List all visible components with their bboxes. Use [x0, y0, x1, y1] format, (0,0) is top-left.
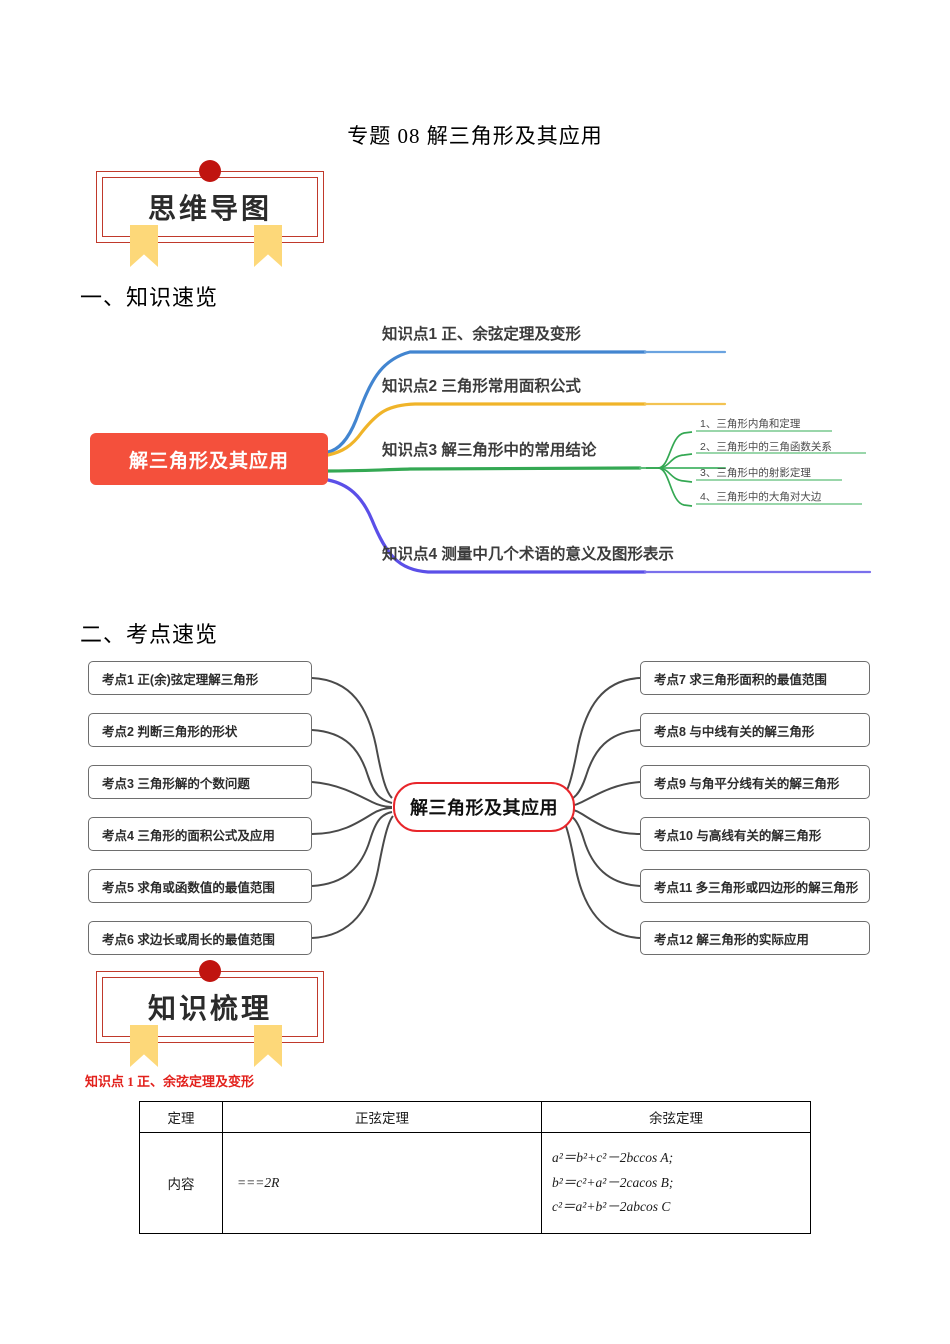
sine-rule-cell: ===2R	[222, 1132, 542, 1234]
mindmap1-sub-4: 4、三角形中的大角对大边	[700, 491, 822, 503]
exam-point-box-12: 考点12 解三角形的实际应用	[640, 921, 870, 955]
cosine-rule-cell: a²＝b²+c²－2bccos A; b²＝c²+a²－2cacos B; c²…	[541, 1132, 811, 1234]
table-header-cell-2: 余弦定理	[541, 1101, 811, 1133]
mindmap1-branch-4: 知识点4 测量中几个术语的意义及图形表示	[382, 546, 674, 563]
mindmap2-center-node: 解三角形及其应用	[393, 782, 575, 832]
mindmap-knowledge-overview: 解三角形及其应用 知识点1 正、余弦定理及变形 知识点2 三角形常用面积公式 知…	[80, 300, 900, 600]
section-heading-knowledge: 一、知识速览	[80, 285, 219, 310]
cosine-rule-formula-2: b²＝c²+a²－2cacos B;	[552, 1174, 674, 1190]
mindmap1-branch-1: 知识点1 正、余弦定理及变形	[382, 326, 581, 343]
exam-point-box-9: 考点9 与角平分线有关的解三角形	[640, 765, 870, 799]
mindmap1-branch-2: 知识点2 三角形常用面积公式	[382, 378, 581, 395]
cosine-rule-formula-1: a²＝b²+c²－2bccos A;	[552, 1149, 674, 1165]
knowledge-point-heading: 知识点 1 正、余弦定理及变形	[85, 1074, 255, 1089]
exam-point-box-1: 考点1 正(余)弦定理解三角形	[88, 661, 312, 695]
section-heading-exam-points: 二、考点速览	[80, 622, 219, 647]
mindmap1-connectors	[326, 350, 872, 574]
mindmap1-sub-2: 2、三角形中的三角函数关系	[700, 441, 832, 453]
badge-label: 知识梳理	[147, 993, 272, 1024]
circle-icon	[199, 160, 221, 182]
table-header-row: 定理 正弦定理 余弦定理	[139, 1101, 811, 1133]
exam-point-box-4: 考点4 三角形的面积公式及应用	[88, 817, 312, 851]
mindmap1-sub-3: 3、三角形中的射影定理	[700, 467, 811, 479]
table-row: 内容 ===2R a²＝b²+c²－2bccos A; b²＝c²+a²－2ca…	[139, 1132, 811, 1234]
page-title: 专题 08 解三角形及其应用	[347, 124, 603, 148]
exam-point-box-2: 考点2 判断三角形的形状	[88, 713, 312, 747]
mindmap1-sub-1: 1、三角形内角和定理	[700, 418, 801, 430]
table-header-cell-1: 正弦定理	[222, 1101, 542, 1133]
cosine-rule-formula-3: c²＝a²+b²－2abcos C	[552, 1199, 671, 1215]
table-row-label: 内容	[139, 1132, 223, 1234]
mindmap1-branch-3: 知识点3 解三角形中的常用结论	[382, 442, 597, 459]
exam-point-box-8: 考点8 与中线有关的解三角形	[640, 713, 870, 747]
circle-icon	[199, 960, 221, 982]
exam-point-box-7: 考点7 求三角形面积的最值范围	[640, 661, 870, 695]
knowledge-review-badge: 知识梳理	[96, 960, 324, 1067]
exam-point-box-5: 考点5 求角或函数值的最值范围	[88, 869, 312, 903]
exam-point-box-6: 考点6 求边长或周长的最值范围	[88, 921, 312, 955]
mindmap-exam-points: 解三角形及其应用 考点1 正(余)弦定理解三角形 考点2 判断三角形的形状 考点…	[80, 650, 870, 965]
mindmap1-center-node: 解三角形及其应用	[90, 433, 328, 485]
mind-map-badge: 思维导图	[96, 160, 324, 267]
exam-point-box-11: 考点11 多三角形或四边形的解三角形	[640, 869, 870, 903]
theorem-table: 定理 正弦定理 余弦定理 内容 ===2R a²＝b²+c²－2bccos A;…	[139, 1101, 811, 1234]
table-header-cell-0: 定理	[139, 1101, 223, 1133]
mindmap2-connectors	[311, 677, 641, 939]
badge-label: 思维导图	[147, 193, 272, 224]
exam-point-box-3: 考点3 三角形解的个数问题	[88, 765, 312, 799]
sine-rule-formula: ===2R	[237, 1174, 280, 1190]
exam-point-box-10: 考点10 与高线有关的解三角形	[640, 817, 870, 851]
